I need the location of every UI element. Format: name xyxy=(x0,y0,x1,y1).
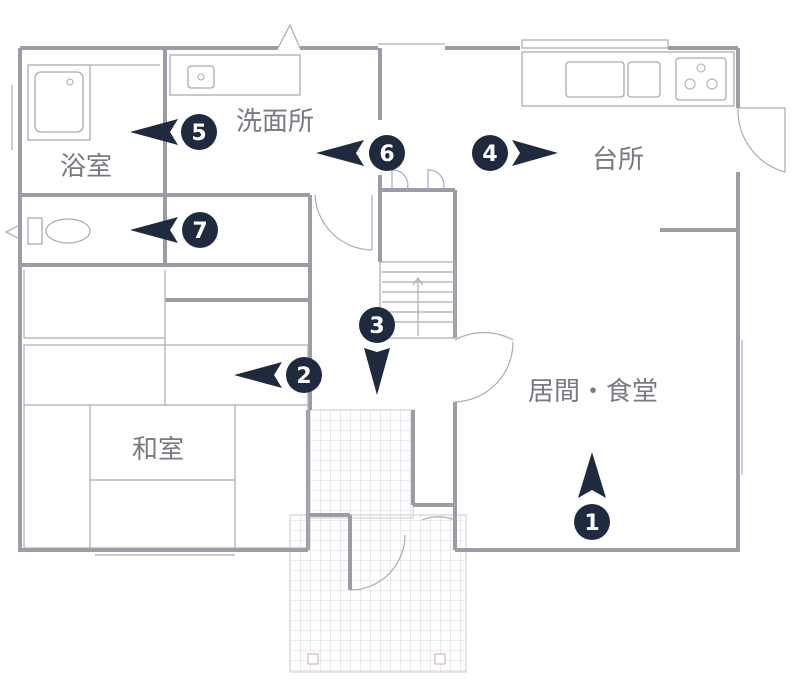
arrow-left-icon xyxy=(316,140,364,166)
marker-3: 3 xyxy=(359,307,395,395)
marker-7: 7 xyxy=(130,212,218,248)
marker-2: 2 xyxy=(234,357,322,393)
washitsu-tatami xyxy=(23,270,309,556)
arrow-down-icon xyxy=(364,348,390,395)
staircase xyxy=(379,261,456,339)
bathtub xyxy=(11,64,160,150)
marker-1-number: 1 xyxy=(584,511,599,536)
arrow-left-icon xyxy=(234,362,282,388)
marker-4-number: 4 xyxy=(482,142,497,167)
arrow-right-icon xyxy=(512,140,558,166)
door-swings xyxy=(314,43,786,591)
marker-7-number: 7 xyxy=(192,219,207,244)
room-label-kitchen: 台所 xyxy=(592,145,644,175)
marker-6-number: 6 xyxy=(379,142,394,167)
entrance-porch xyxy=(289,409,467,673)
outer-walls xyxy=(18,46,740,552)
toilet xyxy=(4,217,91,245)
arrow-left-icon xyxy=(130,217,178,243)
marker-5-number: 5 xyxy=(191,121,206,146)
arrow-up-icon xyxy=(578,452,606,498)
marker-6: 6 xyxy=(316,135,405,171)
marker-1: 1 xyxy=(574,452,610,540)
marker-4: 4 xyxy=(472,135,558,171)
wash-basin xyxy=(169,23,301,96)
arrow-left-icon xyxy=(130,119,178,145)
room-label-washitsu: 和室 xyxy=(132,435,184,465)
room-label-bathroom: 浴室 xyxy=(60,152,112,182)
room-label-washroom: 洗面所 xyxy=(236,107,314,137)
marker-3-number: 3 xyxy=(369,314,384,339)
marker-2-number: 2 xyxy=(296,364,311,389)
marker-5: 5 xyxy=(130,114,217,150)
kitchen-counter xyxy=(521,39,735,107)
room-label-living: 居間・食堂 xyxy=(528,377,658,407)
